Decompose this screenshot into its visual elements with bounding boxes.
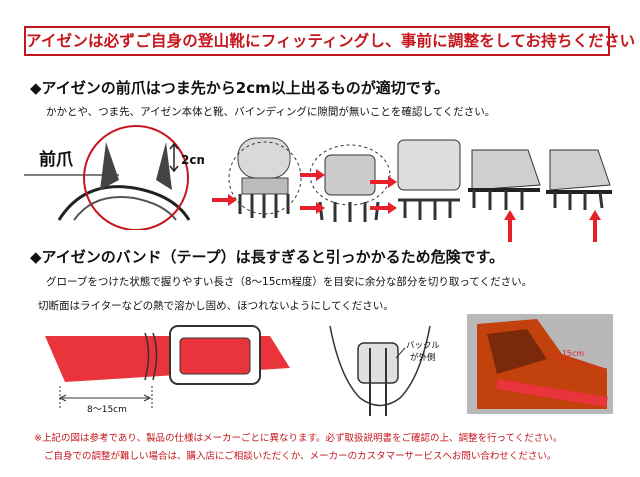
claw-length-label: 2cm [181, 153, 204, 167]
step4-side-view [468, 149, 541, 242]
fitting-steps-illustration [212, 137, 612, 242]
buckle-label: バックル [406, 341, 440, 351]
step5-toe-view [546, 149, 612, 242]
photo-length-label: ~15cm [555, 349, 584, 358]
band-strap-diagram: 8～15cm [45, 325, 290, 415]
step1-boot-toe [228, 137, 302, 218]
front-claw-diagram: 前爪 2cm [24, 125, 204, 230]
buckle-diagram: バックル が外側 [329, 325, 440, 416]
note-line-1: ※上記の図は参考であり、製品の仕様はメーカーごとに異なります。必ず取扱説明書をご… [34, 433, 563, 444]
buckle-outside-label: が外側 [410, 352, 436, 363]
section1-heading: ◆アイゼンの前爪はつま先から2cm以上出るものが適切です。 [30, 79, 450, 97]
band-length-label: 8～15cm [87, 405, 127, 415]
section2-description-1: グローブをつけた状態で握りやすい長さ（8～15cm程度）を目安に余分な部分を切り… [46, 276, 533, 288]
boot-photo: ~15cm [467, 314, 613, 414]
section2-heading: ◆アイゼンのバンド（テープ）は長すぎると引っかかるため危険です。 [30, 248, 505, 266]
section2-description-2: 切断面はライターなどの熱で溶かし固め、ほつれないようにしてください。 [38, 300, 394, 312]
section1-description: かかとや、つま先、アイゼン本体と靴、バインディングに隙間が無いことを確認してくだ… [46, 106, 496, 118]
page-banner: アイゼンは必ずご自身の登山靴にフィッティングし、事前に調整をしてお持ちください [24, 26, 635, 56]
step3-heel-binding [397, 139, 461, 220]
note-line-2: ご自身での調整が難しい場合は、購入店にご相談いただくか、メーカーのカスタマーサー… [44, 451, 557, 462]
front-claw-label: 前爪 [39, 149, 74, 170]
